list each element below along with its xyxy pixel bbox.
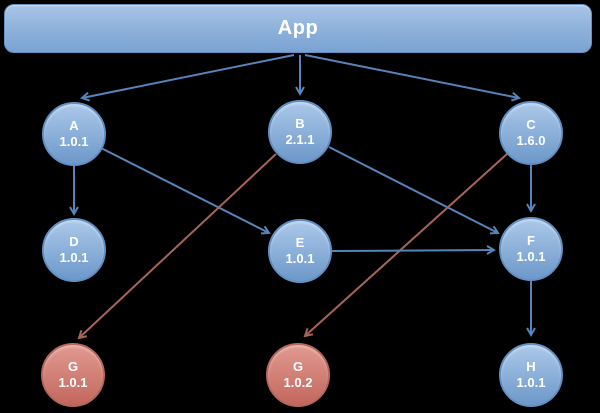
node-c-label: C [526, 117, 536, 132]
edge-b-g1 [77, 153, 277, 340]
edge-b-f [328, 146, 500, 235]
node-b-version: 2.1.1 [285, 132, 315, 147]
edge-c-g2 [303, 153, 508, 338]
node-h-version: 1.0.1 [516, 375, 546, 390]
node-f-version: 1.0.1 [516, 249, 546, 264]
node-a-version: 1.0.1 [59, 134, 89, 149]
node-b-label: B [295, 116, 305, 131]
node-c-version: 1.6.0 [516, 133, 546, 148]
node-g2-label: G [292, 359, 304, 374]
node-a-label: A [69, 118, 79, 133]
node-f-label: F [527, 233, 535, 248]
node-d-label: D [69, 234, 79, 249]
node-e-label: E [295, 235, 305, 250]
node-g1-label: G [67, 359, 79, 374]
app-node-label: App [277, 17, 319, 39]
node-g1-version: 1.0.1 [58, 375, 88, 390]
edge-e-f [331, 245, 497, 255]
node-h-label: H [526, 359, 536, 374]
app-node: App [4, 4, 592, 53]
edge-app-a [80, 54, 295, 102]
node-d-version: 1.0.1 [59, 250, 89, 265]
edge-app-c [304, 54, 521, 102]
node-g2-version: 1.0.2 [283, 375, 313, 390]
edge-a-e [100, 147, 271, 235]
node-e-version: 1.0.1 [285, 251, 315, 266]
